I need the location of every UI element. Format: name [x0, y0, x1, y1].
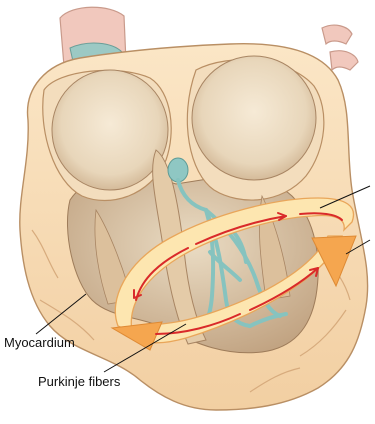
- left-atrium: [52, 70, 168, 190]
- myocardium-label: Myocardium: [4, 336, 75, 349]
- pulmonary-vessel-2: [330, 51, 358, 70]
- pulmonary-vessel-1: [322, 25, 352, 44]
- purkinje-fibers-label: Purkinje fibers: [38, 375, 120, 388]
- right-atrium: [192, 56, 316, 180]
